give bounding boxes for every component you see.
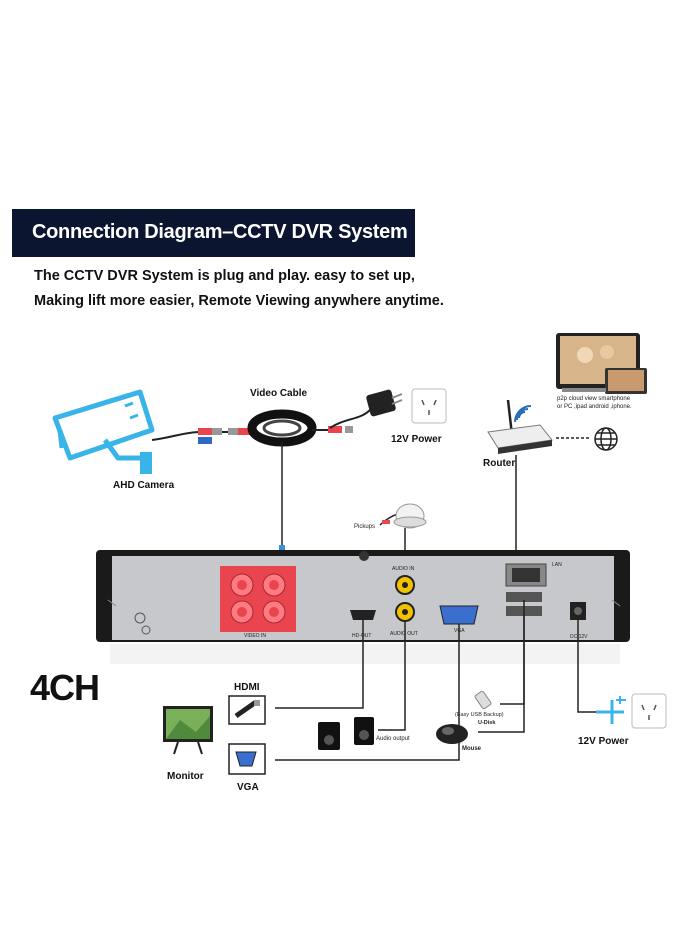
p2p-label-line2: or PC ,ipad android ,iphone. xyxy=(557,404,632,410)
dc-power-icon xyxy=(596,696,626,724)
hdmi-label: HDMI xyxy=(234,682,260,693)
power-label-right: 12V Power xyxy=(578,736,629,747)
pickups-label: Pickups xyxy=(354,524,376,530)
vga-plug-icon xyxy=(228,743,266,775)
power-adapter-icon xyxy=(329,389,403,429)
monitor-label: Monitor xyxy=(167,771,204,782)
subtitle-line-1: The CCTV DVR System is plug and play. ea… xyxy=(34,268,415,284)
subtitle-line-2: Making lift more easier, Remote Viewing … xyxy=(34,293,444,309)
page-title: Connection Diagram–CCTV DVR System xyxy=(32,221,408,243)
vga-label: VGA xyxy=(237,782,259,793)
dvr-back-panel xyxy=(96,550,630,642)
monitor-collage-icon xyxy=(556,333,647,394)
dc-port-label: DC 12V xyxy=(570,634,588,640)
hd-out-port-label: HD-OUT xyxy=(352,633,372,639)
mouse-label: Mouse xyxy=(462,746,482,752)
udisk-label-line1: (Easy USB Backup) xyxy=(455,712,504,718)
wifi-icon xyxy=(514,405,532,423)
camera-icon xyxy=(52,389,155,474)
video-in-port-label: VIDEO IN xyxy=(244,633,266,639)
wall-socket-icon xyxy=(631,693,667,729)
connection-diagram xyxy=(52,333,667,775)
mouse-icon xyxy=(436,724,468,744)
power-label-top: 12V Power xyxy=(391,434,442,445)
video-cable-icon xyxy=(247,409,317,447)
channel-count-label: 4CH xyxy=(30,667,100,708)
globe-icon xyxy=(594,427,618,451)
ahd-camera-label: AHD Camera xyxy=(113,480,175,491)
title-banner xyxy=(12,209,415,257)
router-label: Router xyxy=(483,458,516,469)
video-cable-label: Video Cable xyxy=(250,388,308,399)
audio-in-port-label: AUDIO IN xyxy=(392,566,415,572)
vga-port-label: VGA xyxy=(454,628,465,634)
bnc-connector-icon xyxy=(198,428,252,444)
monitor-icon xyxy=(163,706,213,755)
usb-drive-icon xyxy=(474,690,492,710)
udisk-label-line2: U-Disk xyxy=(478,720,496,726)
router-icon xyxy=(487,399,553,454)
audio-output-label: Audio output xyxy=(376,736,410,742)
hdmi-plug-icon xyxy=(228,695,266,725)
p2p-label-line1: p2p cloud view smartphone xyxy=(557,396,631,402)
wall-socket-icon xyxy=(411,388,447,424)
speaker-icon xyxy=(318,717,374,750)
audio-out-port-label: AUDIO OUT xyxy=(390,631,418,637)
microphone-icon xyxy=(379,503,427,529)
lan-port-label: LAN xyxy=(552,562,562,568)
